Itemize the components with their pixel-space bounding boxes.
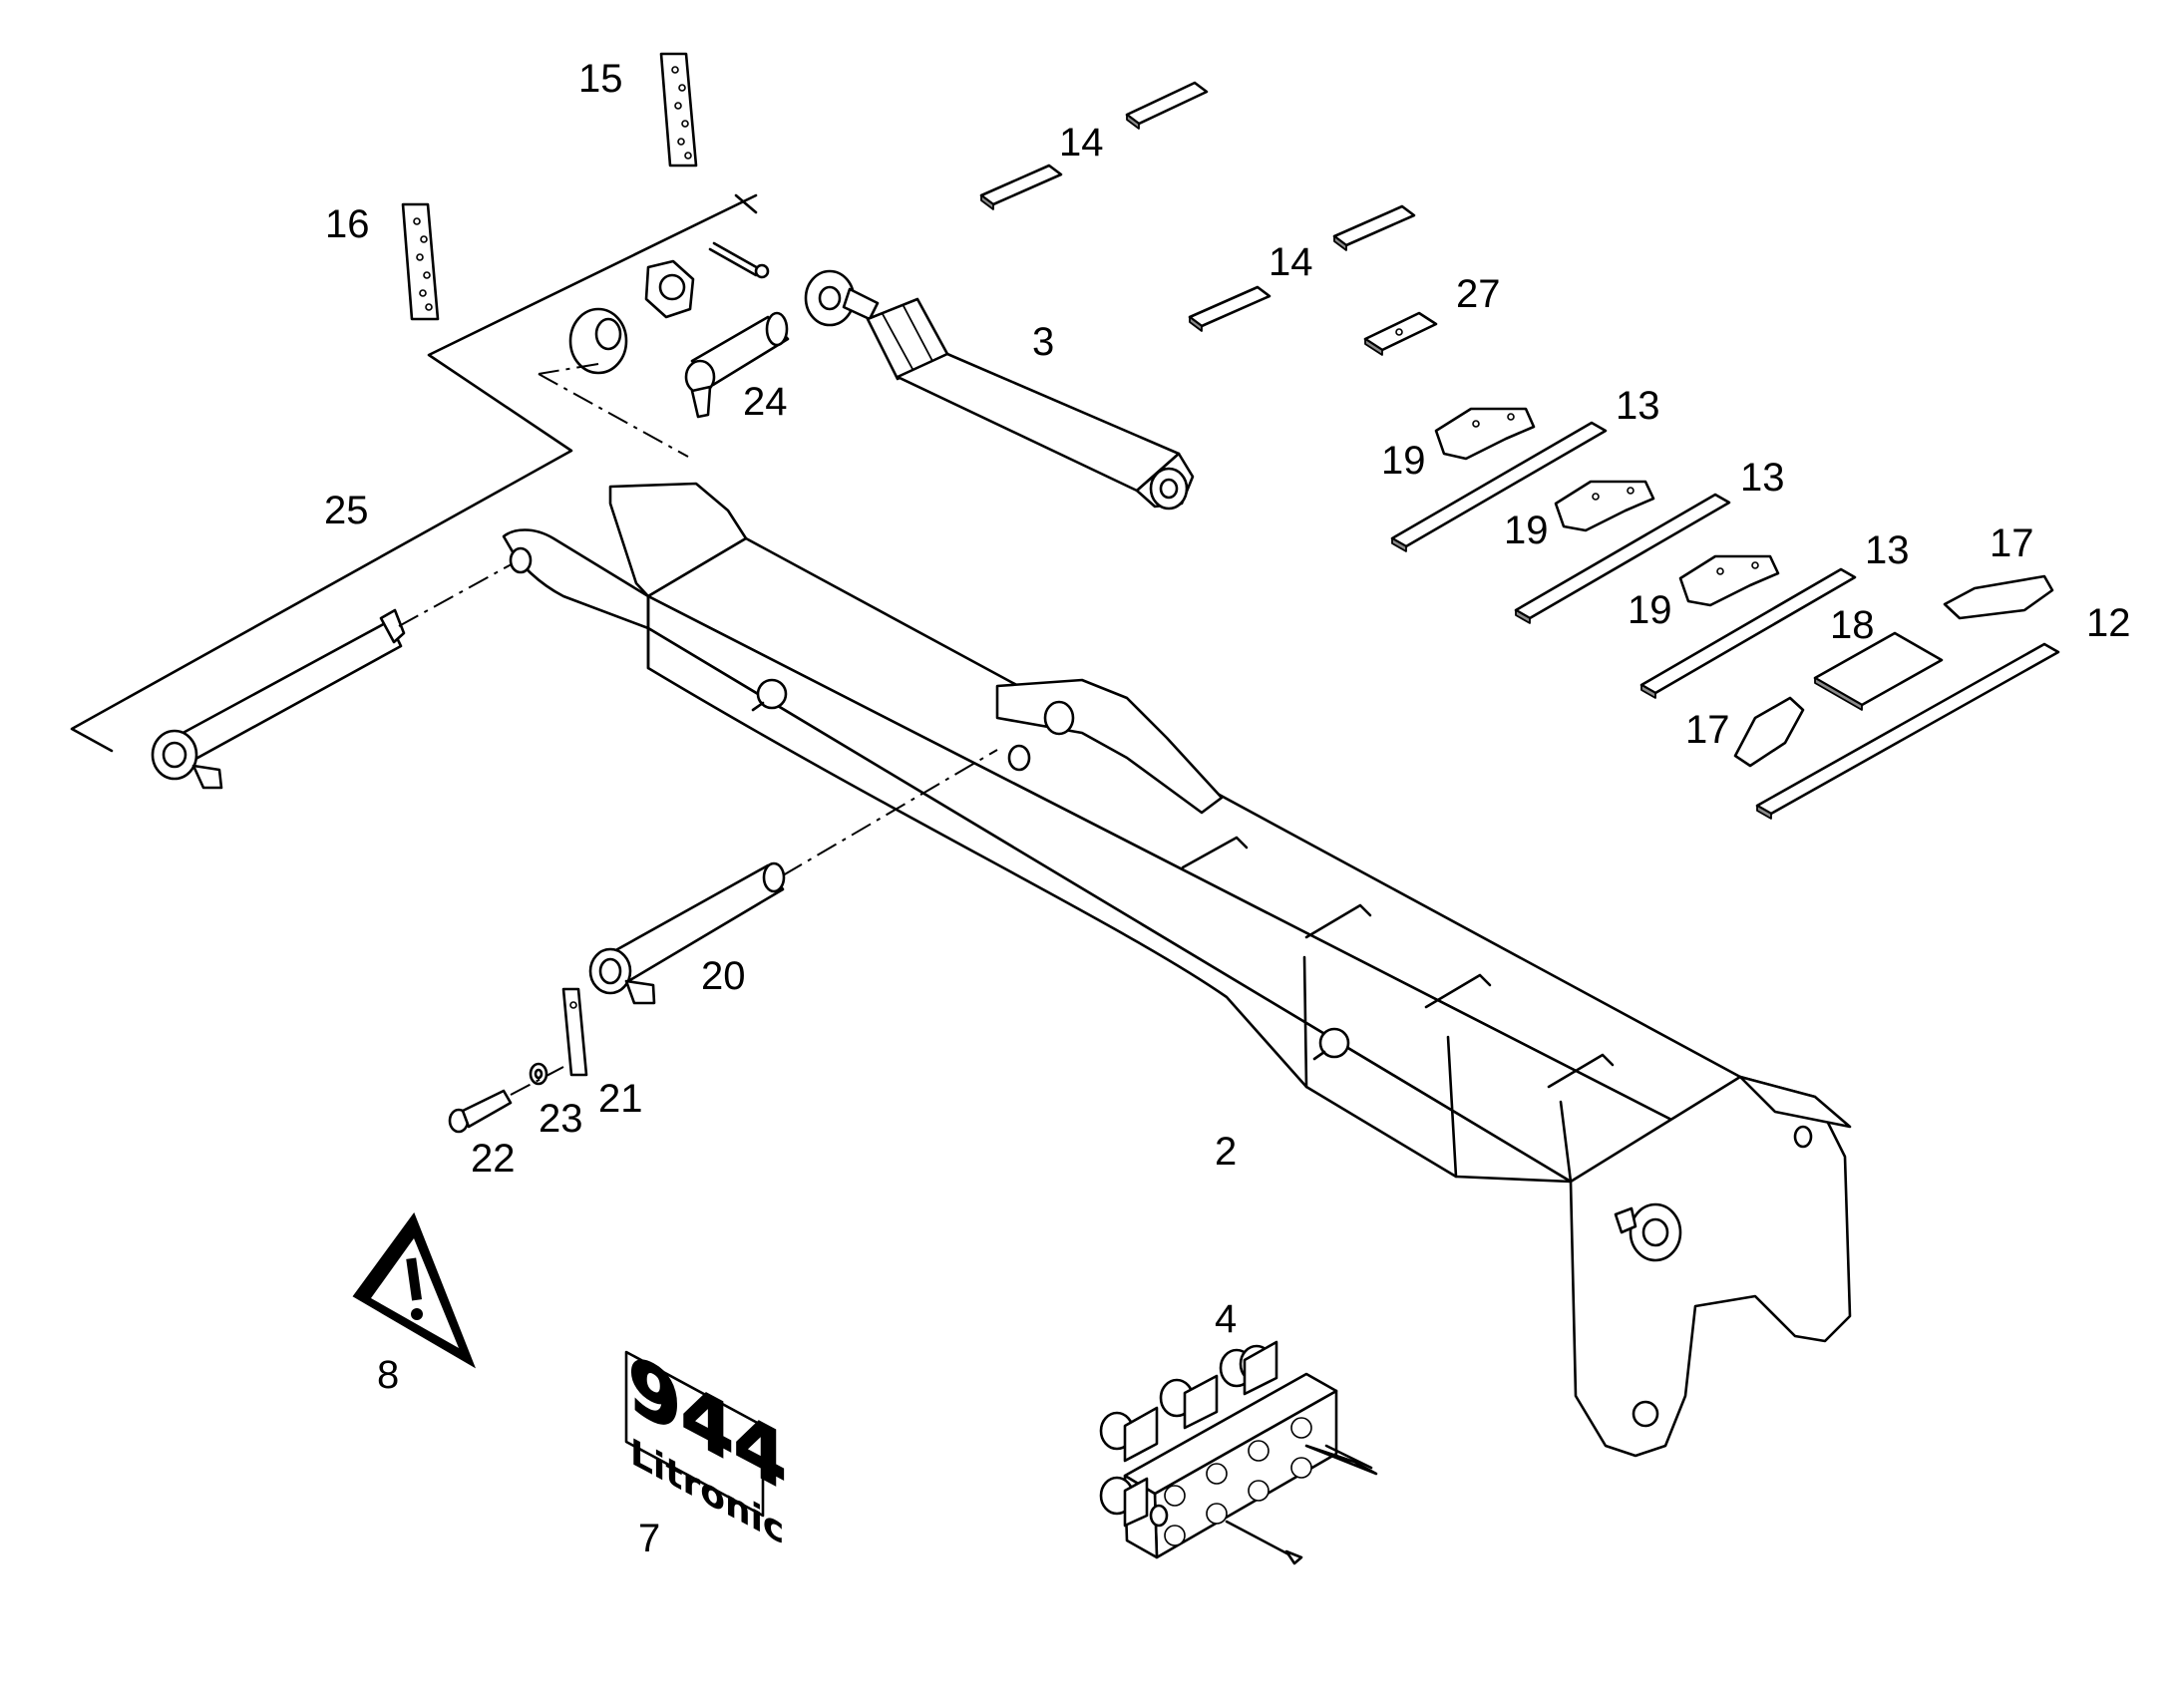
part-21-plate xyxy=(561,987,588,1077)
callout-7: 7 xyxy=(638,1517,660,1560)
callout-4: 4 xyxy=(1215,1297,1237,1341)
part-22-bolt xyxy=(448,1066,564,1134)
callout-18: 18 xyxy=(1830,603,1875,647)
callout-12: 12 xyxy=(2086,601,2131,645)
part-12-bar xyxy=(1755,642,2060,820)
callout-17-a: 17 xyxy=(1990,521,2034,565)
callout-15: 15 xyxy=(578,57,623,101)
part-27-plate xyxy=(1363,311,1438,356)
callout-3: 3 xyxy=(1032,320,1054,364)
part-19-bracket-b xyxy=(1554,480,1655,532)
callout-23: 23 xyxy=(539,1097,583,1141)
callout-2: 2 xyxy=(1215,1130,1237,1174)
callout-21: 21 xyxy=(598,1077,643,1121)
part-2-boom xyxy=(502,482,1852,1458)
part-23-washer xyxy=(529,1062,548,1086)
part-19-bracket-c xyxy=(1678,554,1780,607)
callout-20: 20 xyxy=(701,954,746,998)
callout-labels: 15 16 14 14 27 3 24 25 13 19 13 19 13 17… xyxy=(324,57,2131,1560)
part-17-bracket-a xyxy=(1943,574,2054,620)
part-14-plates xyxy=(979,81,1416,332)
part-19-bracket-a xyxy=(1434,407,1536,461)
callout-24: 24 xyxy=(743,380,788,424)
part-13-bar-a xyxy=(1390,421,1608,552)
callout-14-upper: 14 xyxy=(1059,121,1104,165)
callout-13-c: 13 xyxy=(1865,528,1910,572)
callout-16: 16 xyxy=(325,202,370,246)
callout-19-b: 19 xyxy=(1504,509,1549,552)
part-20-pin xyxy=(588,749,998,1005)
callout-22: 22 xyxy=(471,1137,516,1181)
callout-17-b: 17 xyxy=(1685,708,1730,752)
part-16-plate xyxy=(401,202,440,321)
part-18-plate xyxy=(1813,631,1944,711)
part-25-pin xyxy=(151,559,520,790)
callout-8: 8 xyxy=(377,1353,399,1397)
part-17-bracket-b xyxy=(1733,696,1805,768)
part-13-bar-c xyxy=(1639,567,1857,699)
callout-27: 27 xyxy=(1456,272,1501,316)
part-15-plate xyxy=(659,52,698,168)
part-8-warning-decal xyxy=(352,1211,476,1369)
part-24-pin-assembly xyxy=(538,241,790,458)
callout-13-a: 13 xyxy=(1616,384,1660,428)
part-4-valve-block xyxy=(1099,1340,1378,1565)
callout-25: 25 xyxy=(324,489,369,532)
part-3-cylinder xyxy=(804,269,1195,511)
part-13-bar-b xyxy=(1514,493,1731,624)
callout-19-c: 19 xyxy=(1628,588,1672,632)
callout-14-lower: 14 xyxy=(1269,240,1313,284)
item-25-outline xyxy=(70,193,758,753)
callout-13-b: 13 xyxy=(1740,456,1785,500)
callout-19-a: 19 xyxy=(1381,439,1426,483)
